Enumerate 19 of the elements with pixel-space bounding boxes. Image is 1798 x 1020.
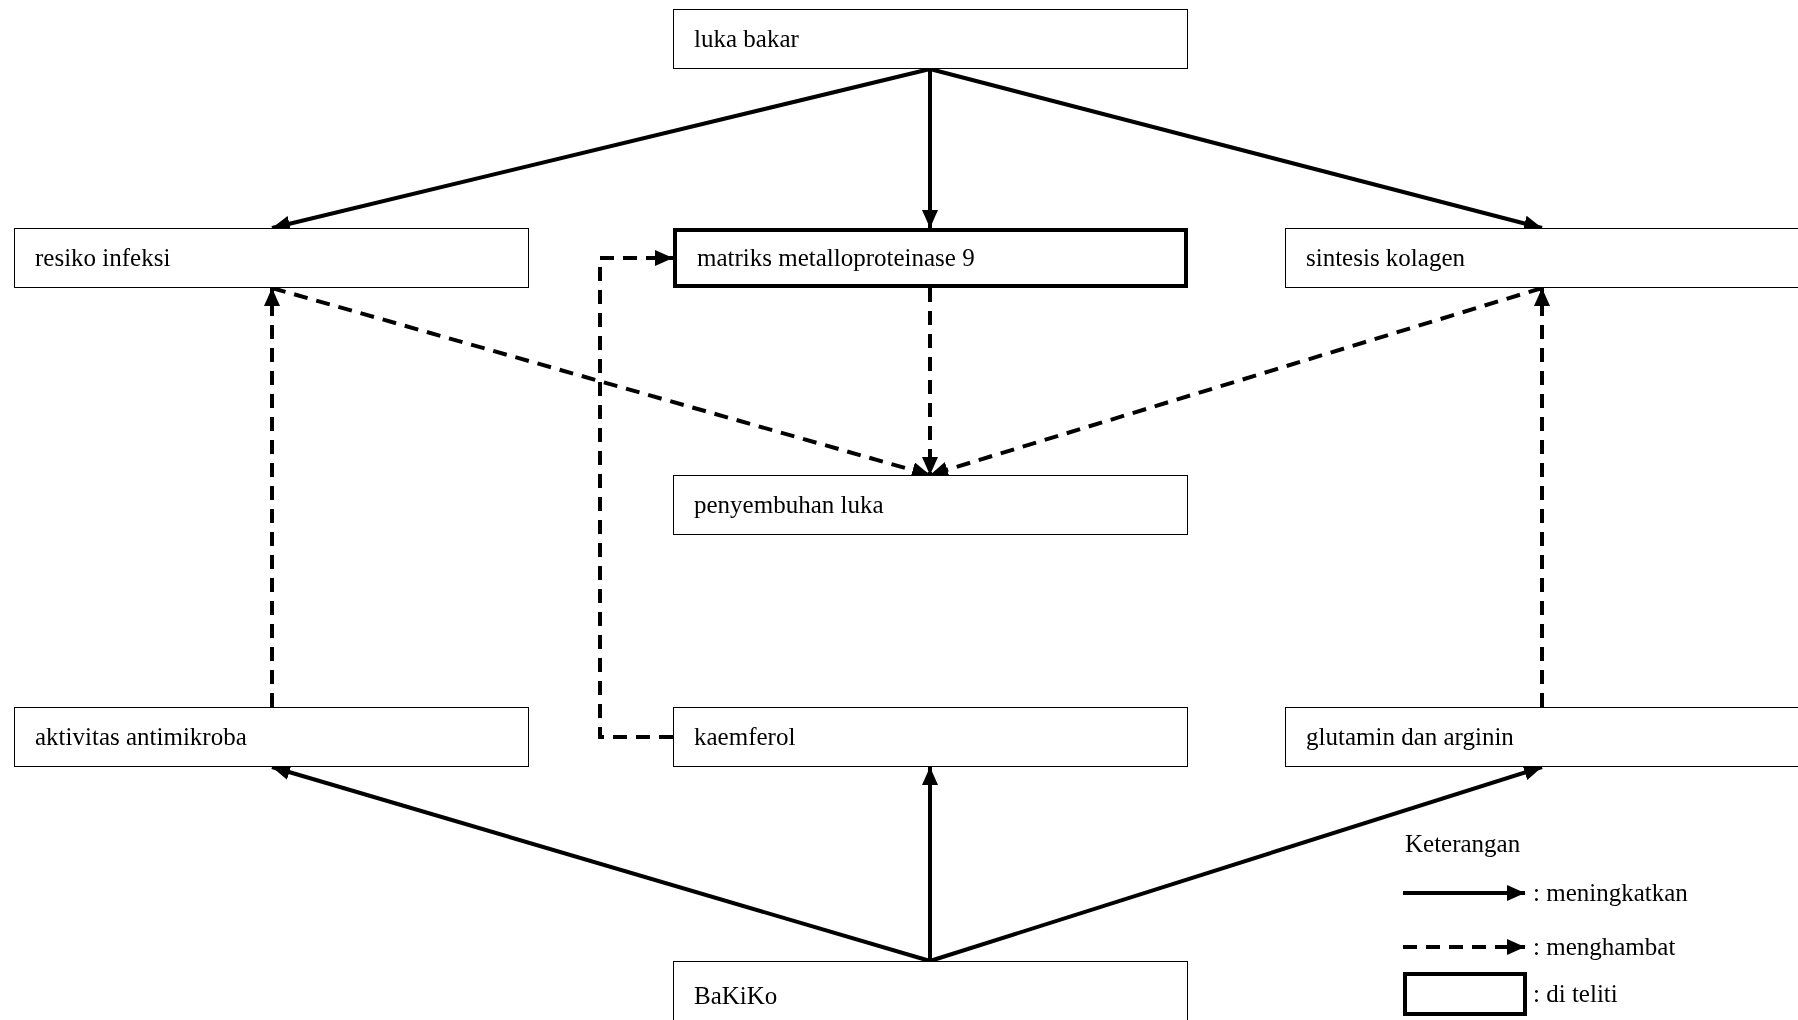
arrow [922,69,938,228]
dashed-arrow [264,288,280,707]
process-box: BaKiKo [673,961,1188,1020]
process-box: penyembuhan luka [673,475,1188,535]
dashed-arrow [1534,288,1550,707]
legend-title: Keterangan [1405,829,1521,859]
process-box: resiko infeksi [14,228,529,288]
arrow [922,767,938,961]
process-box: luka bakar [673,9,1188,69]
legend-text: : di teliti [1533,979,1618,1010]
process-box: glutamin dan arginin [1285,707,1798,767]
dashed-arrow [922,288,938,475]
legend-text: : meningkatkan [1533,878,1688,909]
highlighted-box: matriks metalloproteinase 9 [673,228,1188,288]
process-box: kaemferol [673,707,1188,767]
process-box: aktivitas antimikroba [14,707,529,767]
process-box: sintesis kolagen [1285,228,1798,288]
legend-text: : menghambat [1533,932,1676,963]
dashed-arrow [598,250,673,739]
